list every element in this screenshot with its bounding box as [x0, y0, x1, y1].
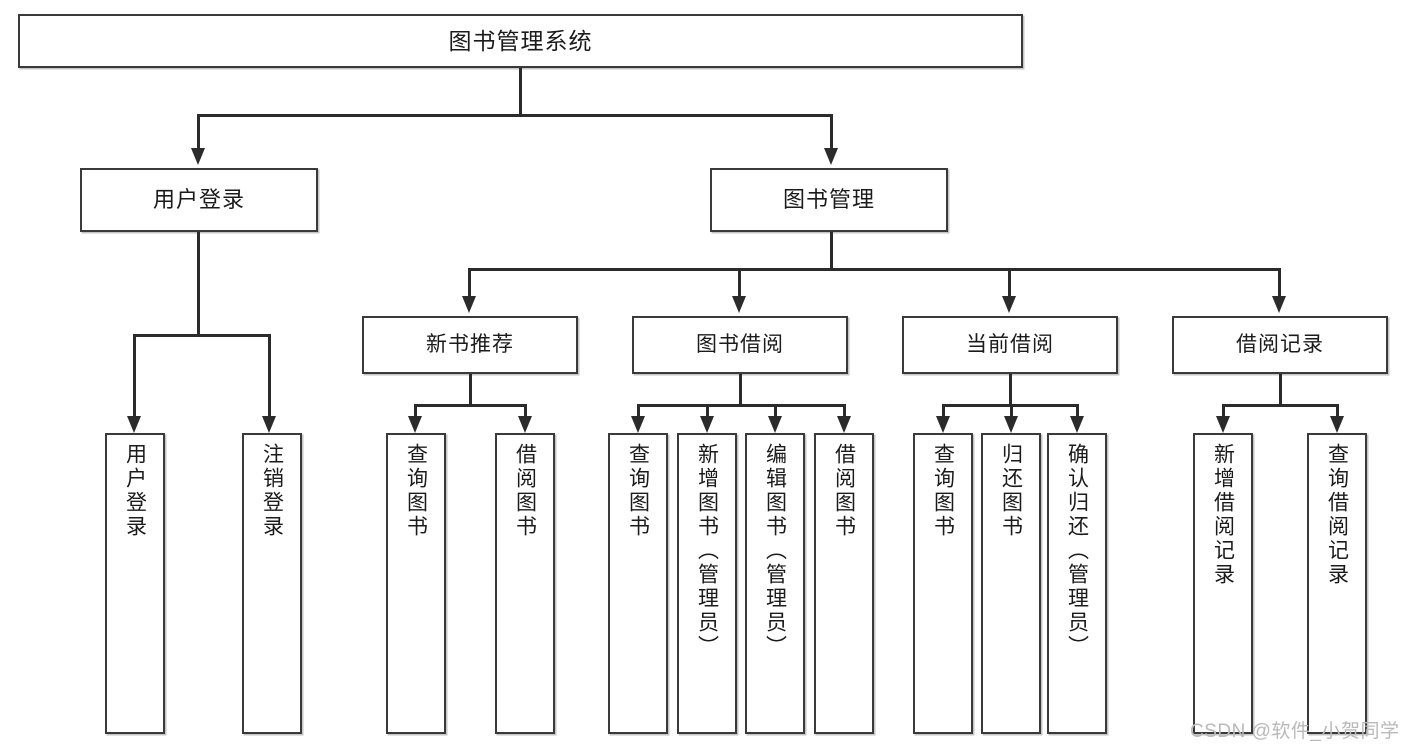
connector-bb-leaf-1 [637, 404, 640, 416]
connector-user-login-stem [197, 232, 200, 336]
arrowhead-br-leaf-2 [1330, 416, 1344, 433]
arrowhead-book-borrow [732, 296, 746, 313]
connector-new-book-recommend-bus [414, 404, 526, 407]
arrowhead-bb-leaf-2 [700, 416, 714, 433]
leaf-borrow-book[interactable]: 借阅图书 [814, 433, 874, 734]
node-label: 新增图书（管理员） [695, 443, 719, 659]
node-new-book-recommend[interactable]: 新书推荐 [362, 316, 578, 374]
node-label: 借阅图书 [513, 443, 537, 539]
leaf-query-book-recommend[interactable]: 查询图书 [386, 433, 446, 734]
leaf-query-borrow-record[interactable]: 查询借阅记录 [1307, 433, 1367, 734]
connector-to-current-borrow [1008, 268, 1011, 296]
arrowhead-new-book-recommend [462, 296, 476, 313]
connector-root-to-user-login [197, 114, 200, 148]
node-label: 查询图书 [931, 443, 955, 539]
leaf-logout[interactable]: 注销登录 [242, 433, 302, 734]
connector-bb-leaf-3 [774, 404, 777, 416]
node-borrow-record[interactable]: 借阅记录 [1172, 316, 1388, 374]
arrowhead-bb-leaf-4 [837, 416, 851, 433]
node-book-management[interactable]: 图书管理 [710, 168, 948, 232]
leaf-user-login[interactable]: 用户登录 [105, 433, 165, 734]
connector-bb-leaf-2 [706, 404, 709, 416]
arrowhead-br-leaf-1 [1216, 416, 1230, 433]
connector-book-borrow-stem [739, 374, 742, 406]
arrowhead-nbr-leaf-2 [518, 416, 532, 433]
leaf-confirm-return-admin[interactable]: 确认归还（管理员） [1047, 433, 1107, 734]
connector-cb-leaf-3 [1076, 404, 1079, 416]
node-label: 查询图书 [626, 443, 650, 539]
node-label: 当前借阅 [966, 332, 1054, 356]
connector-user-login-leaf-1 [133, 334, 136, 416]
arrowhead-leaf-logout [262, 416, 276, 433]
node-label: 图书借阅 [696, 332, 784, 356]
connector-user-login-bus [133, 334, 270, 337]
arrowhead-nbr-leaf-1 [408, 416, 422, 433]
connector-root-bus [197, 114, 833, 117]
arrowhead-bb-leaf-3 [768, 416, 782, 433]
connector-book-borrow-bus [637, 404, 845, 407]
node-label: 确认归还（管理员） [1065, 443, 1089, 659]
node-label: 用户登录 [123, 443, 147, 539]
leaf-add-book-admin[interactable]: 新增图书（管理员） [677, 433, 737, 734]
arrowhead-leaf-user-login [127, 416, 141, 433]
connector-to-new-book-recommend [468, 268, 471, 296]
connector-root-to-book-management [830, 114, 833, 148]
connector-new-book-recommend-stem [469, 374, 472, 406]
leaf-add-borrow-record[interactable]: 新增借阅记录 [1193, 433, 1253, 734]
connector-root-stem [519, 68, 522, 116]
node-label: 查询图书 [404, 443, 428, 539]
node-label: 借阅记录 [1236, 332, 1324, 356]
node-root-book-management-system[interactable]: 图书管理系统 [18, 14, 1023, 68]
connector-cb-leaf-1 [942, 404, 945, 416]
arrowhead-cb-leaf-1 [936, 416, 950, 433]
connector-nbr-leaf-2 [524, 404, 527, 416]
node-label: 图书管理系统 [448, 27, 593, 54]
connector-current-borrow-stem [1009, 374, 1012, 406]
connector-to-book-borrow [738, 268, 741, 296]
arrowhead-cb-leaf-3 [1070, 416, 1084, 433]
arrowhead-current-borrow [1002, 296, 1016, 313]
connector-cb-leaf-2 [1010, 404, 1013, 416]
connector-nbr-leaf-1 [414, 404, 417, 416]
connector-user-login-leaf-2 [268, 334, 271, 416]
leaf-return-book[interactable]: 归还图书 [981, 433, 1041, 734]
node-user-login[interactable]: 用户登录 [80, 168, 318, 232]
arrowhead-cb-leaf-2 [1004, 416, 1018, 433]
node-label: 图书管理 [782, 187, 875, 213]
arrowhead-borrow-record [1272, 296, 1286, 313]
connector-borrow-record-bus [1222, 404, 1338, 407]
node-label: 新书推荐 [426, 332, 514, 356]
node-label: 借阅图书 [832, 443, 856, 539]
node-label: 注销登录 [260, 443, 284, 539]
node-label: 新增借阅记录 [1211, 443, 1235, 587]
arrowhead-book-management [824, 148, 838, 165]
node-book-borrow[interactable]: 图书借阅 [632, 316, 848, 374]
leaf-edit-book-admin[interactable]: 编辑图书（管理员） [745, 433, 805, 734]
leaf-borrow-book-recommend[interactable]: 借阅图书 [495, 433, 555, 734]
node-label: 归还图书 [999, 443, 1023, 539]
arrowhead-user-login [191, 148, 205, 165]
connector-borrow-record-stem [1279, 374, 1282, 406]
connector-book-management-bus [468, 268, 1280, 271]
connector-to-borrow-record [1278, 268, 1281, 296]
node-label: 编辑图书（管理员） [763, 443, 787, 659]
leaf-query-book-current[interactable]: 查询图书 [913, 433, 973, 734]
node-current-borrow[interactable]: 当前借阅 [902, 316, 1118, 374]
leaf-query-book-borrow[interactable]: 查询图书 [608, 433, 668, 734]
connector-br-leaf-1 [1222, 404, 1225, 416]
connector-bb-leaf-4 [843, 404, 846, 416]
arrowhead-bb-leaf-1 [631, 416, 645, 433]
connector-br-leaf-2 [1336, 404, 1339, 416]
node-label: 查询借阅记录 [1325, 443, 1349, 587]
node-label: 用户登录 [152, 187, 245, 213]
connector-book-management-stem [830, 232, 833, 270]
